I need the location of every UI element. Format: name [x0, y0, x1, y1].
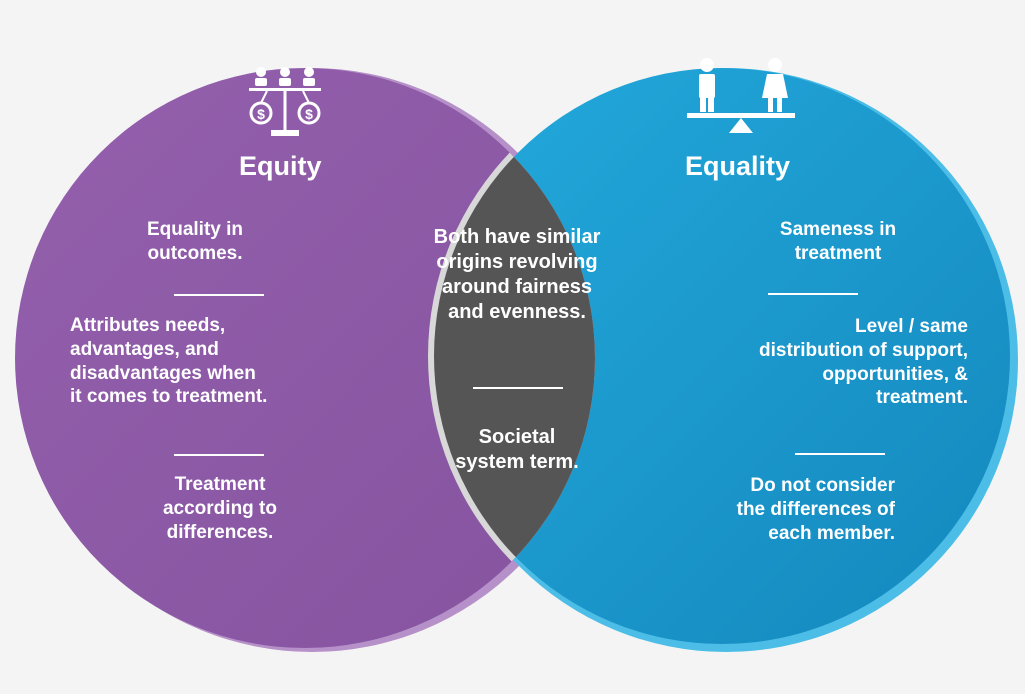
equality-item-distribution: Level / same distribution of support, op… — [759, 316, 968, 409]
equality-item-differences: Do not consider the differences of each … — [736, 475, 895, 544]
equity-divider — [174, 294, 264, 296]
equity-item-attributes: Attributes needs, advantages, and disadv… — [70, 315, 268, 408]
equity-item-treatment: Treatment according to differences. — [162, 474, 277, 543]
equality-divider — [795, 453, 885, 455]
overlap-divider — [473, 387, 563, 389]
equity-circle — [15, 68, 595, 648]
equality-divider — [768, 293, 858, 295]
man-woman-seesaw-icon — [687, 58, 795, 133]
svg-text:$: $ — [257, 106, 265, 122]
people-money-scale-icon: $ $ — [249, 67, 321, 136]
equity-item-outcomes: Equality in outcomes. — [146, 219, 244, 264]
svg-text:$: $ — [305, 106, 313, 122]
overlap-item-origins: Both have similar origins revolving arou… — [433, 226, 601, 323]
equity-title: Equity — [239, 151, 322, 181]
equity-divider — [174, 454, 264, 456]
equality-title: Equality — [685, 151, 791, 181]
overlap-item-societal: Societal system term. — [455, 426, 579, 473]
equality-circle — [434, 68, 1010, 644]
equality-item-sameness: Sameness in treatment — [779, 219, 897, 264]
